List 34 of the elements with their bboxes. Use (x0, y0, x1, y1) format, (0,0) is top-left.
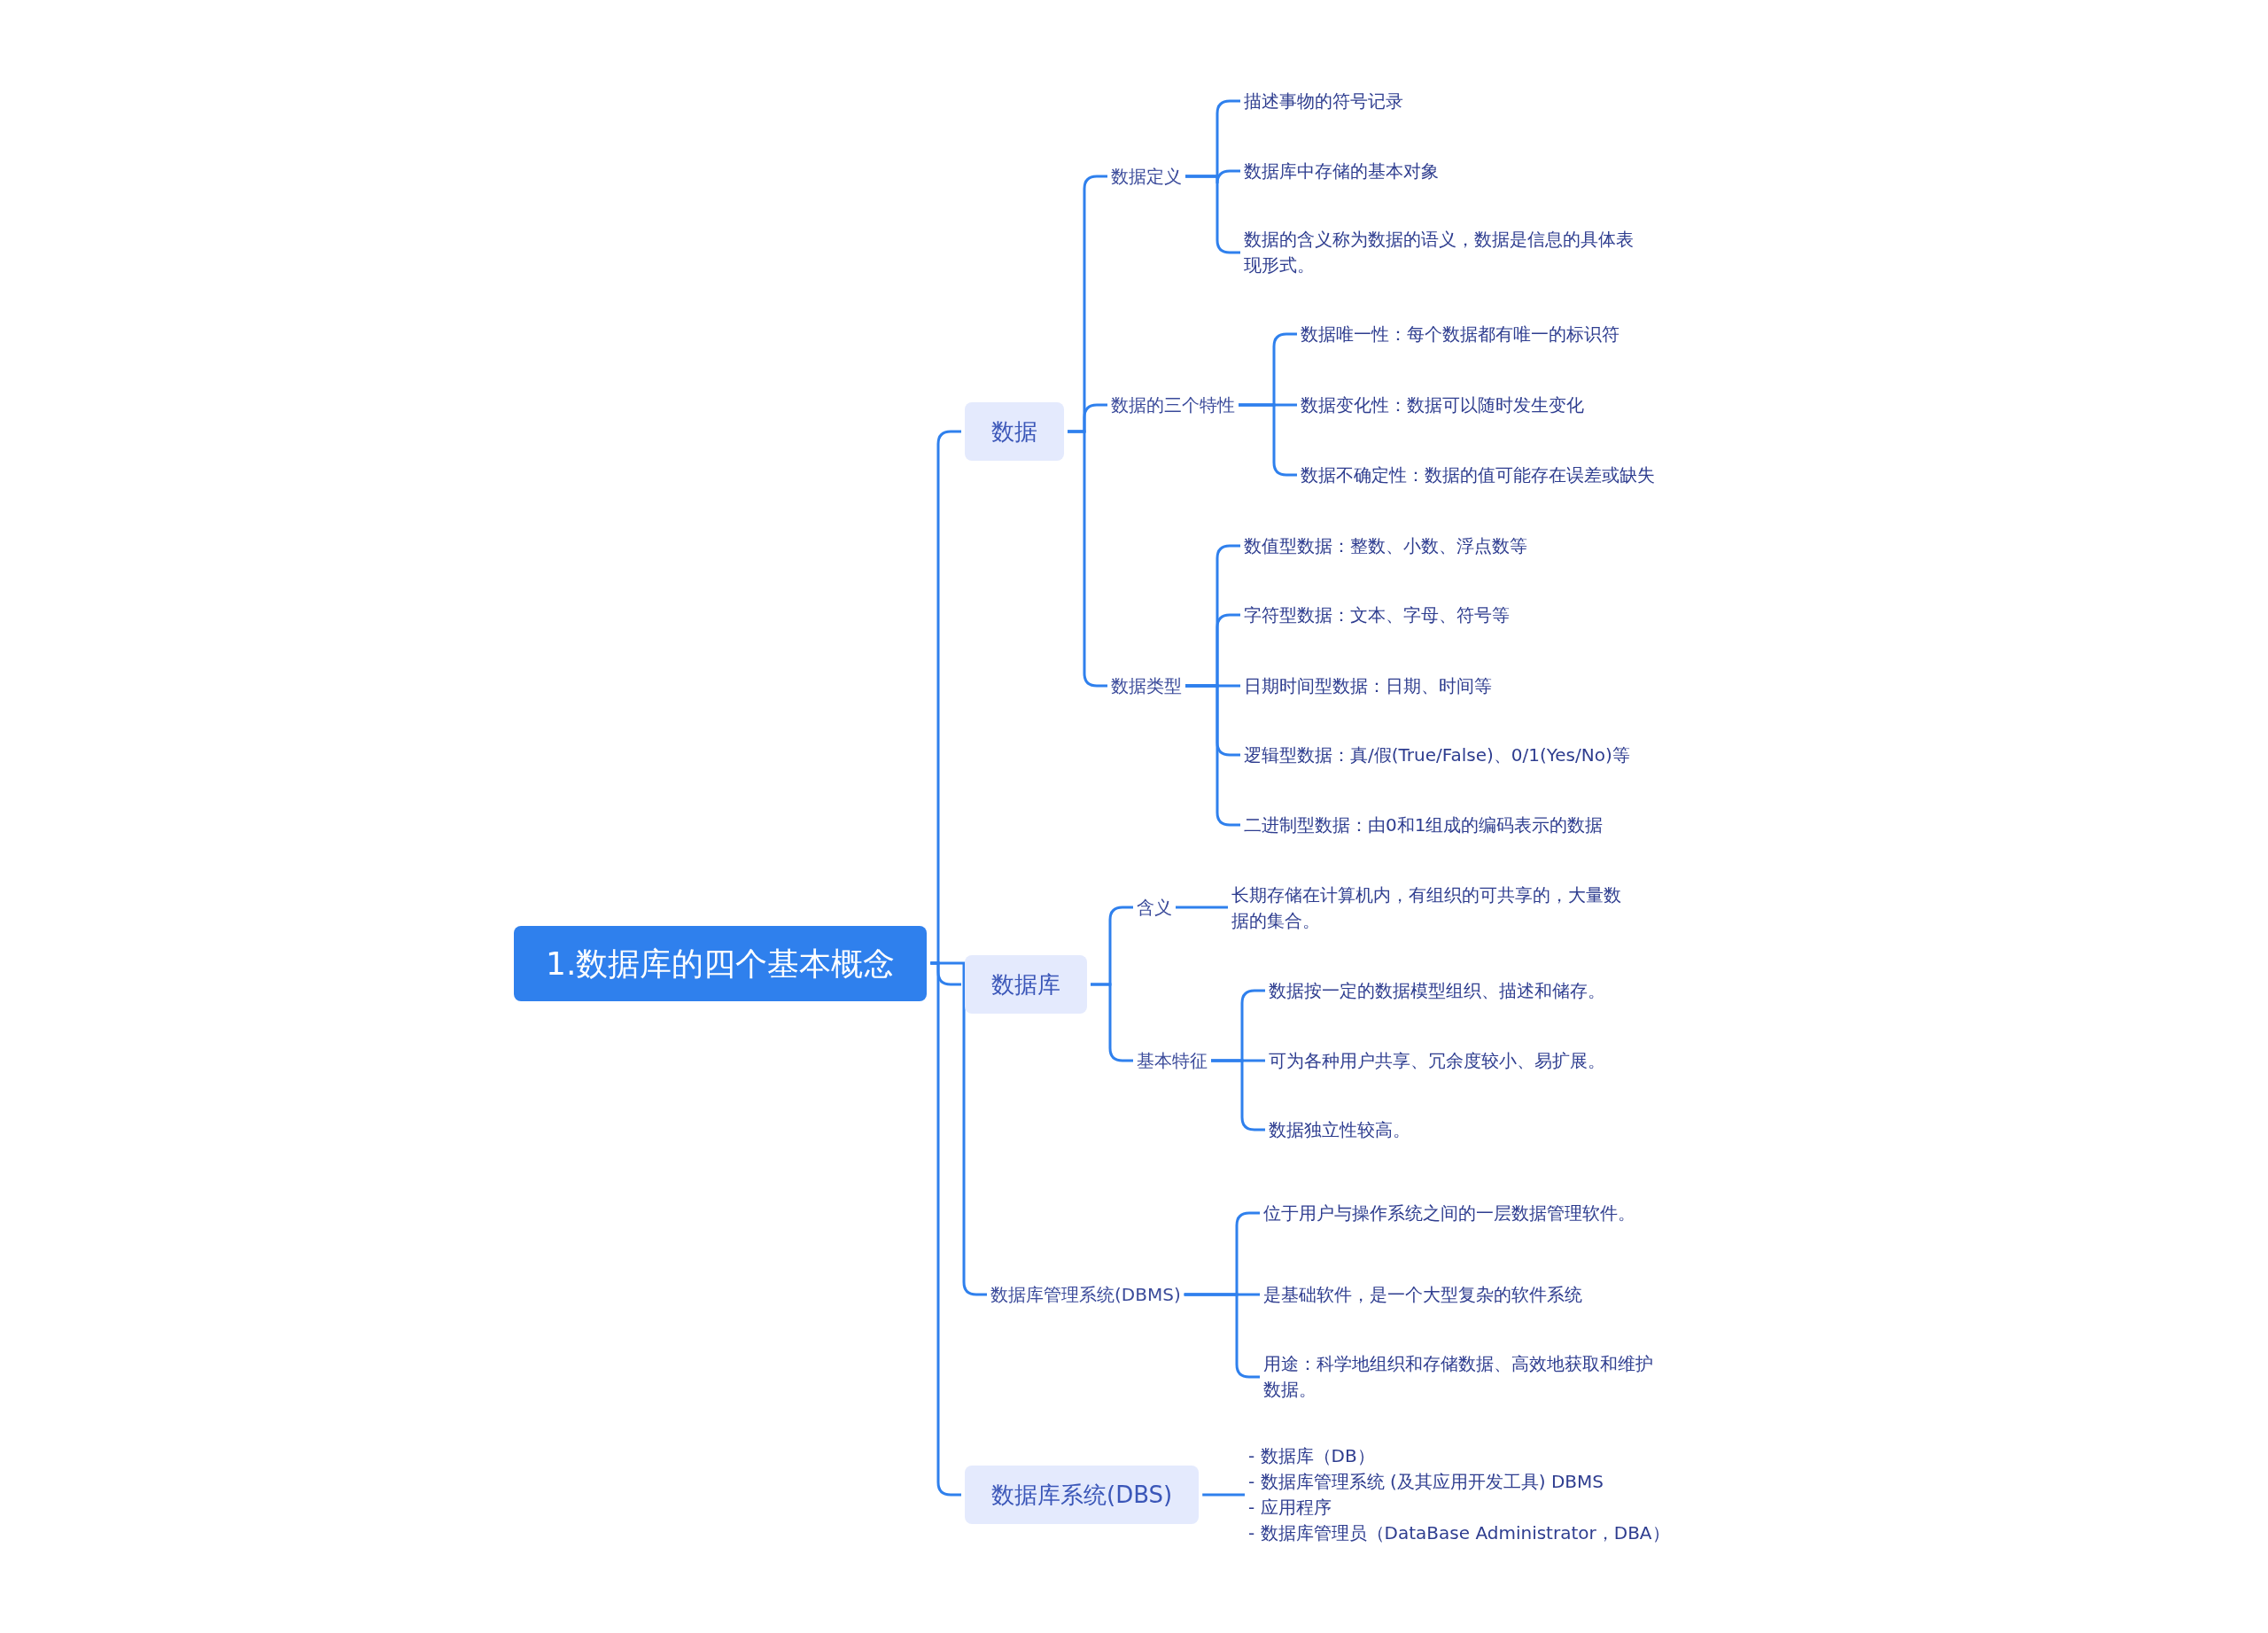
subtopic-label: 数据的三个特性 (1111, 393, 1235, 417)
leaf-text: 数据的含义称为数据的语义，数据是信息的具体表现形式。 (1244, 227, 1634, 278)
list-item-text: - 数据库（DB） (1248, 1444, 1376, 1468)
subtopic-label: 含义 (1137, 895, 1172, 920)
leaf-text: 长期存储在计算机内，有组织的可共享的，大量数据的集合。 (1231, 883, 1621, 934)
list-item-text: - 数据库管理员（DataBase Administrator，DBA） (1248, 1521, 1670, 1545)
topic-box: 数据库系统(DBS) (965, 1466, 1200, 1524)
list-item-text: - 数据库管理系统 (及其应用开发工具) DBMS (1248, 1470, 1604, 1494)
leaf-text: 是基础软件，是一个大型复杂的软件系统 (1263, 1281, 1582, 1308)
leaf-text: 数据独立性较高。 (1269, 1116, 1410, 1143)
leaf-text: 可为各种用户共享、冗余度较小、易扩展。 (1269, 1047, 1605, 1074)
subtopic-label: 基本特征 (1137, 1048, 1208, 1073)
topic-box: 数据 (965, 402, 1064, 461)
leaf-text: 数据按一定的数据模型组织、描述和储存。 (1269, 977, 1605, 1004)
connector-line (1176, 906, 1228, 909)
leaf-text: 逻辑型数据：真/假(True/False)、0/1(Yes/No)等 (1244, 742, 1630, 768)
leaf-text: 二进制型数据：由0和1组成的编码表示的数据 (1244, 812, 1604, 838)
leaf-text: 字符型数据：文本、字母、符号等 (1244, 602, 1510, 628)
subtopic-label: 数据库管理系统(DBMS) (990, 1282, 1181, 1307)
leaf-text: 日期时间型数据：日期、时间等 (1244, 673, 1492, 699)
leaf-text: 用途：科学地组织和存储数据、高效地获取和维护数据。 (1263, 1351, 1653, 1403)
leaf-text: 位于用户与操作系统之间的一层数据管理软件。 (1263, 1200, 1644, 1226)
leaf-text: 数值型数据：整数、小数、浮点数等 (1244, 533, 1527, 559)
leaf-text: 数据唯一性：每个数据都有唯一的标识符 (1301, 321, 1619, 347)
leaf-text: 数据库中存储的基本对象 (1244, 158, 1439, 184)
subtopic-label: 数据定义 (1111, 164, 1182, 189)
connector-line (1202, 1493, 1245, 1497)
topic-box: 数据库 (965, 955, 1087, 1014)
list-item-text: - 应用程序 (1248, 1496, 1332, 1520)
leaf-text: 数据不确定性：数据的值可能存在误差或缺失 (1301, 462, 1655, 488)
leaf-text: 数据变化性：数据可以随时发生变化 (1301, 392, 1584, 418)
leaf-text: 描述事物的符号记录 (1244, 88, 1403, 114)
root-topic-box: 1.数据库的四个基本概念 (514, 925, 928, 1001)
subtopic-label: 数据类型 (1111, 673, 1182, 698)
